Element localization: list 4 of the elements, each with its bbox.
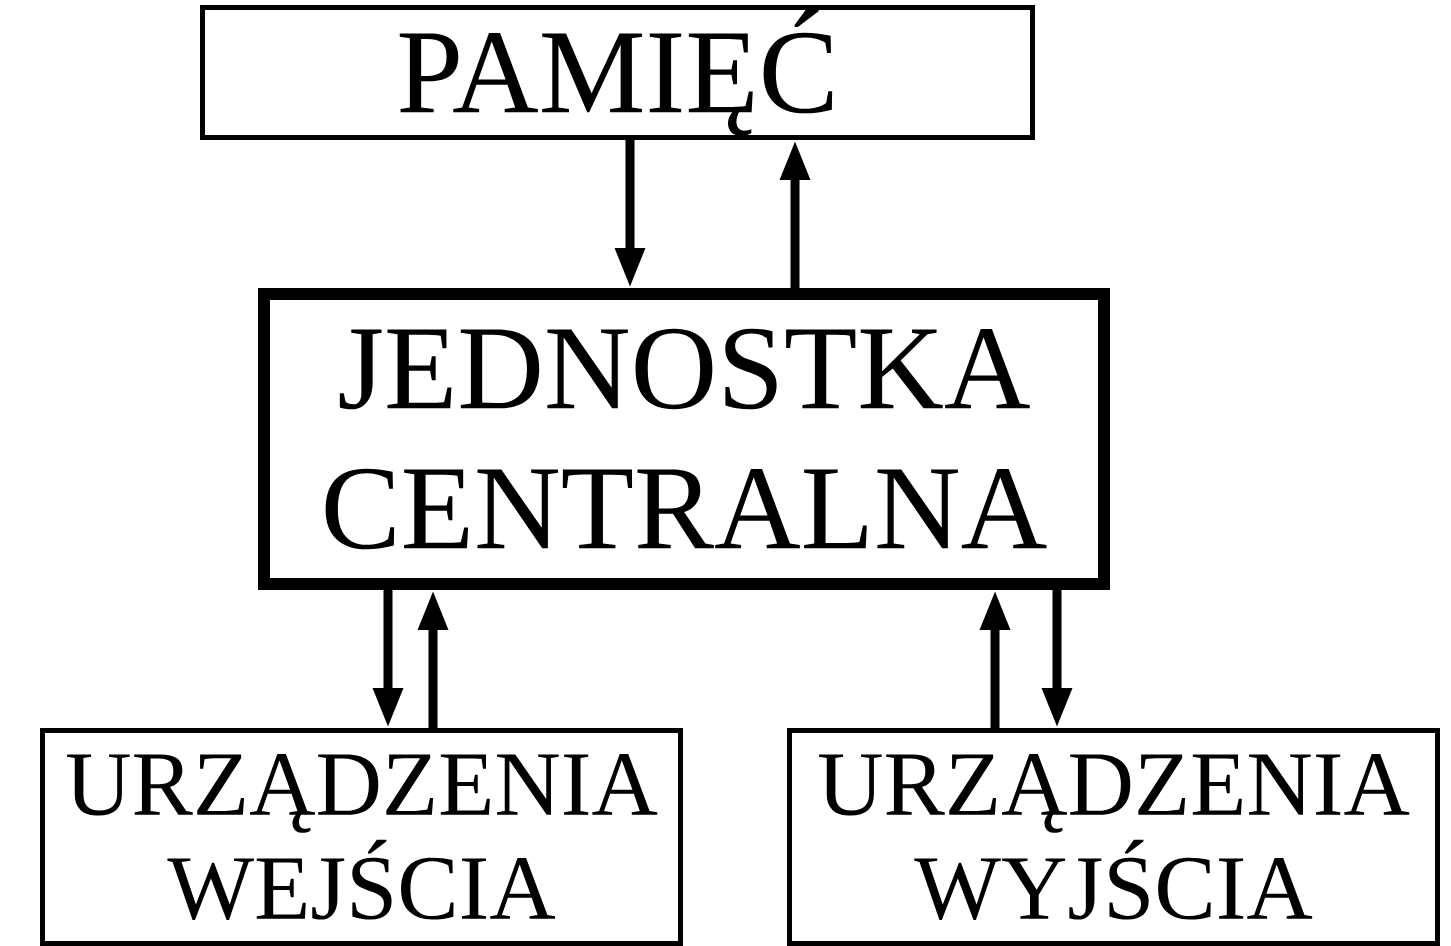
process-box: URZĄDZENIA WEJŚCIA <box>40 728 683 946</box>
process-box: PAMIĘĆ <box>200 5 1035 140</box>
process-box: JEDNOSTKA CENTRALNA <box>258 288 1110 590</box>
process-box: URZĄDZENIA WYJŚCIA <box>787 728 1440 946</box>
